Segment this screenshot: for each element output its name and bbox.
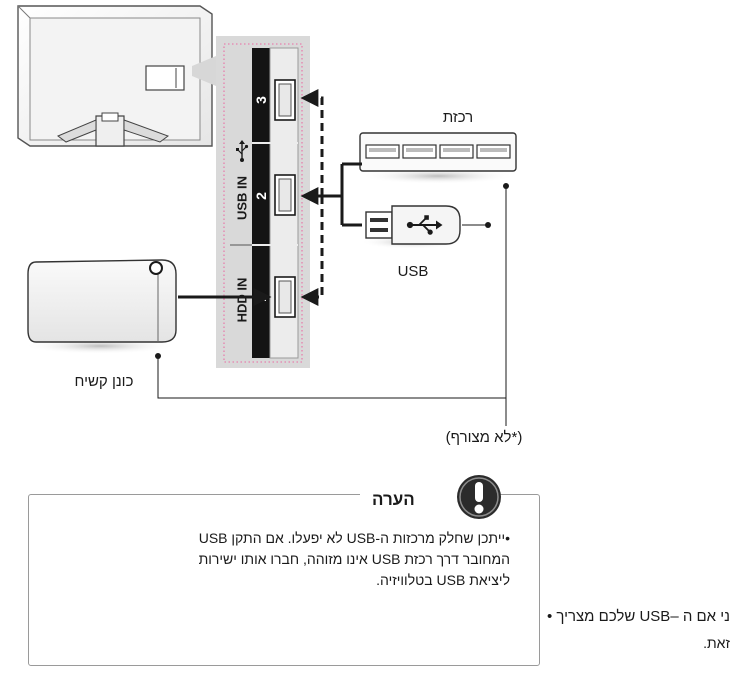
usb-stick — [360, 205, 464, 249]
port-number-2: 2 — [253, 192, 269, 200]
usb-label: USB — [398, 263, 429, 280]
note-title: הערה — [372, 490, 415, 509]
dashed-to-port3-line — [300, 89, 324, 196]
not-included-label: (*לא מצורף) — [446, 429, 523, 446]
usb-hub — [359, 132, 517, 184]
zoom-pointer — [192, 56, 216, 86]
note-bullet-1: •ייתכן שחלק מרכזות ה-USB לא יפעלו. אם הת… — [40, 528, 510, 591]
tv-port-block — [145, 65, 185, 91]
note-bullet-2-line-1: ני אם ה –USB שלכם מצריך • — [546, 608, 730, 625]
dashed-to-port1-line — [300, 196, 324, 306]
usb-symbol-icon — [236, 140, 249, 162]
note-box — [28, 494, 540, 666]
hdd-label: כונן קשיח — [75, 373, 134, 390]
note-bullet-2-line-2: זאת. — [703, 635, 730, 651]
usb-stick-symbol-icon — [406, 215, 443, 235]
exclamation-icon — [457, 475, 501, 519]
usb-port-panel: 3 2 1 USB IN HDD IN — [216, 36, 310, 368]
note-bullet-1-line-3: ליציאת USB בטלוויזיה. — [376, 572, 510, 588]
hdd-in-label: HDD IN — [235, 278, 250, 323]
tv-back — [17, 5, 216, 147]
hard-disk — [24, 259, 177, 354]
connection-lines — [157, 89, 507, 426]
usb-in-label: USB IN — [235, 176, 250, 220]
note-bullet-1-line-1: •ייתכן שחלק מרכזות ה-USB לא יפעלו. אם הת… — [198, 530, 510, 546]
panel-label-strip — [252, 48, 270, 358]
hub-label: רכזת — [443, 109, 473, 126]
port-number-3: 3 — [253, 96, 269, 104]
note-bullet-2: ני אם ה –USB שלכם מצריך • זאת. — [440, 606, 730, 654]
note-bullet-1-line-2: המחובר דרך רכזת USB אינו מזוהה, חברו אות… — [198, 551, 510, 567]
